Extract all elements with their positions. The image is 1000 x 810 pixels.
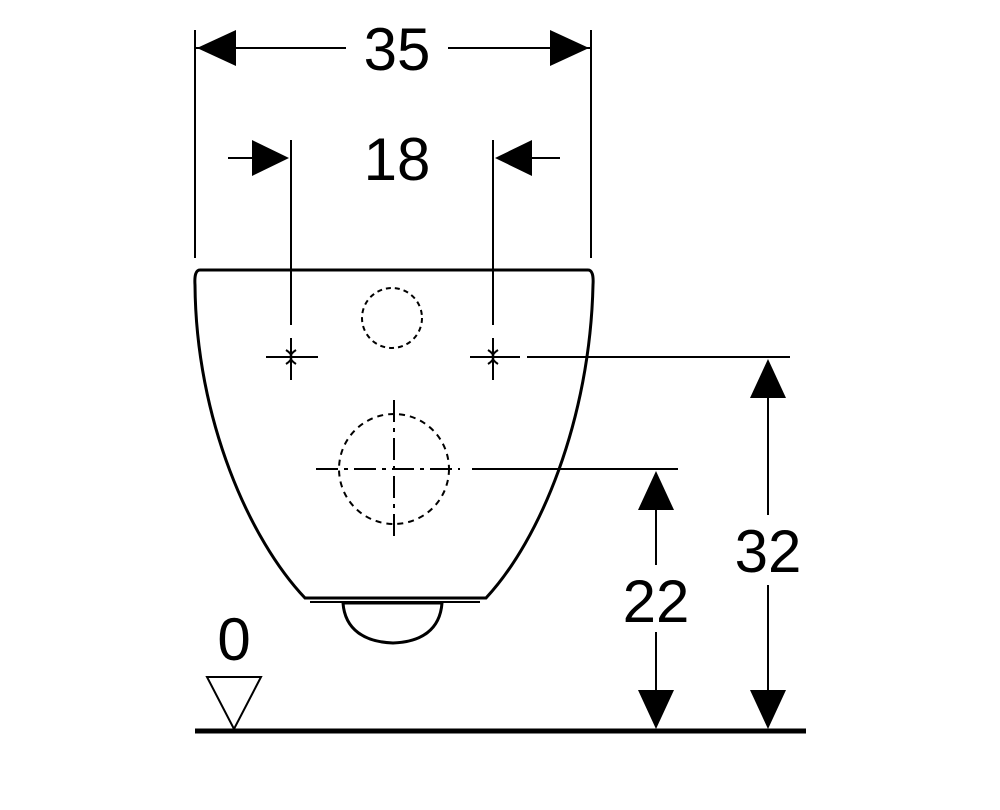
fixing-distance-label: 18 — [364, 126, 431, 193]
bowl-outline — [193, 268, 595, 600]
arrowhead-outlet-height-bottom — [638, 690, 674, 729]
floor-level-label: 0 — [217, 606, 250, 673]
arrowhead-fix-right — [495, 140, 532, 176]
fixing-height-dimension: 32 — [527, 356, 802, 729]
floor-level: 0 — [195, 606, 806, 734]
water-inlet-circle — [361, 287, 423, 349]
toilet-bowl — [193, 268, 595, 645]
outlet-spigot — [341, 601, 444, 645]
level-marker-triangle — [205, 676, 263, 732]
fixing-height-label: 32 — [735, 518, 802, 585]
overall-width-label: 35 — [364, 16, 431, 83]
waste-outlet — [316, 400, 460, 542]
fixing-hole-left — [266, 338, 318, 380]
overall-width-dimension: 35 — [194, 16, 592, 258]
outlet-height-label: 22 — [623, 568, 690, 635]
fixing-hole-right — [470, 338, 520, 380]
arrowhead-right — [550, 30, 589, 66]
arrowhead-outlet-height-top — [638, 471, 674, 510]
arrowhead-fixing-height-top — [750, 359, 786, 398]
arrowhead-fixing-height-bottom — [750, 690, 786, 729]
arrowhead-fix-left — [252, 140, 289, 176]
outlet-height-dimension: 22 — [472, 468, 690, 729]
fixing-distance-dimension: 18 — [228, 126, 560, 325]
arrowhead-left — [197, 30, 236, 66]
